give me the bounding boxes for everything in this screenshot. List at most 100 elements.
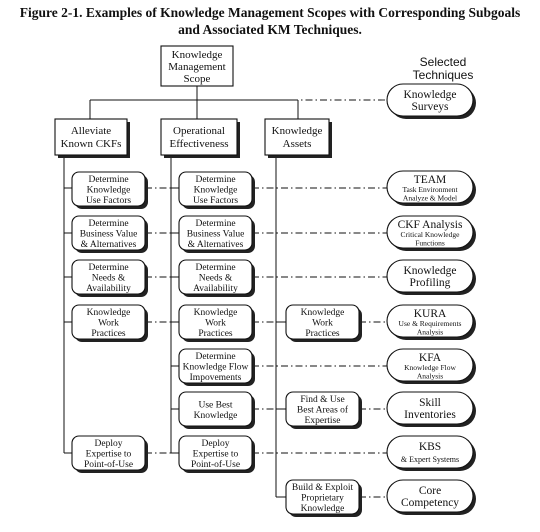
root-node: Knowledge Management Scope [160,45,234,87]
assets-subgoal-3-line-3: Knowledge [301,504,345,514]
alleviate-subgoal-2-line-1: Determine [88,219,128,229]
operational-subgoal-7-line-1: Deploy [202,439,230,449]
alleviate-subgoal-4-line-2: Work [98,319,119,329]
technique-6-detail-1: Knowledge Flow [404,363,456,372]
technique-2-name: TEAM [414,174,447,186]
figure-title-line-2: and Associated KM Techniques. [178,22,362,37]
alleviate-subgoal-3-line-2: Needs & [92,274,126,284]
scope-operational-line-1: Operational [173,125,225,137]
alleviate-subgoal-3-line-1: Determine [88,263,128,273]
scope-alleviate-line-2: Known CKFs [61,138,122,150]
operational-subgoal-1-line-2: Knowledge [194,186,238,196]
technique-links [145,99,387,498]
root-label-line-1: Knowledge [172,49,223,61]
operational-subgoal-5-line-2: Knowledge Flow [183,363,249,373]
technique-6-name: KFA [419,352,442,364]
operational-subgoal-4-line-2: Work [205,319,226,329]
operational-subgoal-4-line-3: Practices [198,329,233,339]
alleviate-subgoal-2-line-3: & Alternatives [81,240,137,250]
assets-subgoal-1-line-3: Practices [305,329,340,339]
technique-8-name: KBS [419,441,441,453]
operational-subgoal-2-line-3: & Alternatives [188,240,244,250]
assets-subgoal-1-line-1: Knowledge [301,308,345,318]
operational-subgoal-1-line-1: Determine [195,175,235,185]
operational-subgoal-2-line-1: Determine [195,219,235,229]
technique-3-detail-2: Functions [415,239,445,248]
technique-5-name: KURA [414,308,447,320]
operational-subgoal-1-line-3: Use Factors [193,196,238,206]
technique-3-name: CKF Analysis [398,219,463,231]
technique-1-name: Knowledge [403,89,456,101]
alleviate-subgoal-4-line-1: Knowledge [87,308,131,318]
scope-operational-line-2: Effectiveness [169,138,228,150]
operational-subgoal-3-line-3: Availability [193,284,238,294]
root-label-line-3: Scope [184,73,211,85]
selected-header-line-1: Selected [420,55,467,69]
operational-subgoal-5-line-3: Impovements [190,373,242,383]
alleviate-subgoal-1-line-1: Determine [88,175,128,185]
technique-6-detail-2: Analysis [417,372,443,381]
operational-subgoal-6-line-2: Knowledge [194,411,238,421]
assets-subgoal-2-line-2: Best Areas of [297,405,349,416]
technique-4-detail: Profiling [410,277,451,289]
scope-assets-line-1: Knowledge [272,125,323,137]
alleviate-subgoal-2-line-2: Business Value [80,230,138,240]
operational-subgoal-7-line-2: Expertise to [193,450,239,460]
technique-4-name: Knowledge [403,265,456,277]
technique-5-detail-2: Analysis [417,328,443,337]
alleviate-subgoal-3-line-3: Availability [86,284,131,294]
technique-5-detail-1: Use & Requirements [399,319,462,328]
assets-subgoal-2-line-1: Find & Use [300,395,344,405]
operational-subgoal-4-line-1: Knowledge [194,308,238,318]
scope-alleviate-known-ckfs: Alleviate Known CKFs [54,118,130,158]
alleviate-subgoal-4-line-3: Practices [91,329,126,339]
selected-header-line-2: Techniques [413,68,474,82]
assets-subgoal-3-line-1: Build & Exploit [292,483,354,493]
operational-subgoal-6-line-1: Use Best [198,400,232,410]
assets-subgoal-1-line-2: Work [312,319,333,329]
alleviate-subgoal-5-line-1: Deploy [95,439,123,449]
scope-alleviate-line-1: Alleviate [71,125,111,137]
assets-subgoal-3-line-2: Proprietary [301,494,344,504]
technique-8-detail: & Expert Systems [401,455,459,464]
technique-2-detail-2: Analyze & Model [403,194,457,203]
figure-title-line-1: Figure 2-1. Examples of Knowledge Manage… [20,5,521,20]
root-label-line-2: Management [168,61,225,73]
technique-9-detail: Competency [401,497,459,509]
operational-subgoal-3-line-1: Determine [195,263,235,273]
technique-8: KBS & Expert Systems [386,435,476,471]
alleviate-subgoal-1-line-2: Knowledge [87,186,131,196]
technique-9-name: Core [419,485,441,497]
alleviate-subgoal-5-line-3: Point-of-Use [84,459,133,470]
technique-7-detail: Inventories [404,409,456,421]
operational-subgoal-3-line-2: Needs & [199,274,233,284]
technique-1-detail: Surveys [411,101,449,113]
operational-subgoal-7-line-3: Point-of-Use [191,459,240,470]
technique-7-name: Skill [419,397,441,409]
